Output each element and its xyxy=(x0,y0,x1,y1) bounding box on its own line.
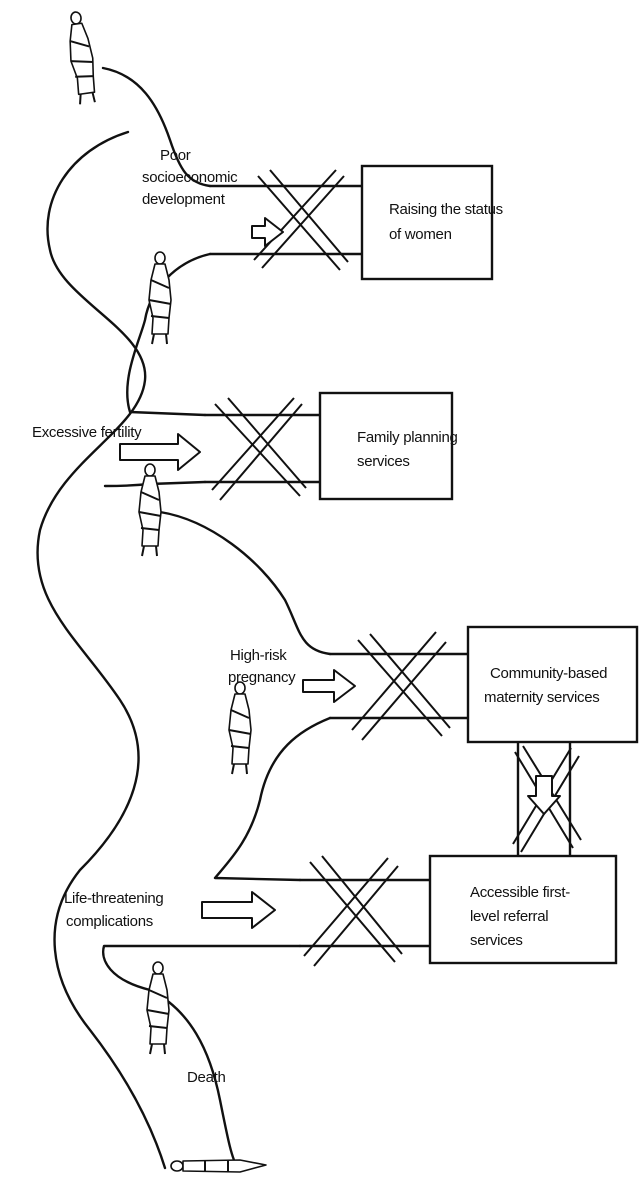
obstacle-socio-line-2: socioeconomic xyxy=(142,169,238,186)
box-status-of-women: Raising the status of women xyxy=(362,166,503,279)
obstacle-pregnancy: High-risk pregnancy xyxy=(228,647,296,686)
box-referral-line-1: Accessible first- xyxy=(470,884,570,901)
obstacle-fertility: Excessive fertility xyxy=(32,424,142,441)
box-referral-line-3: services xyxy=(470,932,523,949)
box-status-line-2: of women xyxy=(389,226,452,243)
box-frame xyxy=(468,627,637,742)
obstacle-socioeconomic: Poor socioeconomic development xyxy=(142,147,238,208)
block-arrow-icon xyxy=(202,892,275,928)
obstacle-complications-line-2: complications xyxy=(66,913,153,930)
box-family-line-1: Family planning xyxy=(357,429,458,446)
lying-woman-icon xyxy=(171,1160,266,1172)
walking-woman-icon xyxy=(147,962,169,1054)
walking-woman-icon xyxy=(139,464,161,556)
box-community-maternity: Community-based maternity services xyxy=(468,627,637,742)
barrier-cross-icon xyxy=(304,856,402,966)
box-community-line-2: maternity services xyxy=(484,689,599,706)
branch-lines xyxy=(205,186,570,946)
box-first-level-referral: Accessible first- level referral service… xyxy=(430,856,616,963)
box-community-line-1: Community-based xyxy=(490,665,607,682)
road-inner-edge xyxy=(103,68,330,1168)
obstacle-complications-line-1: Life-threatening xyxy=(64,890,163,907)
box-frame xyxy=(362,166,492,279)
death-label: Death xyxy=(187,1069,226,1086)
block-arrow-icon xyxy=(303,670,355,702)
walking-woman-icon xyxy=(229,682,251,774)
box-family-line-2: services xyxy=(357,453,410,470)
obstacle-complications: Life-threatening complications xyxy=(64,890,163,930)
road xyxy=(37,68,330,1168)
walking-woman-icon xyxy=(64,11,99,105)
obstacle-fertility-line-1: Excessive fertility xyxy=(32,424,142,441)
block-arrow-icon xyxy=(252,218,283,246)
road-outer-edge xyxy=(37,132,165,1168)
barrier-cross-icon xyxy=(352,632,450,740)
barrier-cross-icon xyxy=(212,398,306,500)
obstacle-socio-line-1: Poor xyxy=(160,147,191,164)
obstacle-pregnancy-line-1: High-risk xyxy=(230,647,287,664)
box-status-line-1: Raising the status xyxy=(389,201,503,218)
box-frame xyxy=(320,393,452,499)
walking-woman-icon xyxy=(149,252,171,344)
box-family-planning: Family planning services xyxy=(320,393,458,499)
obstacle-socio-line-3: development xyxy=(142,191,226,208)
box-referral-line-2: level referral xyxy=(470,908,548,925)
